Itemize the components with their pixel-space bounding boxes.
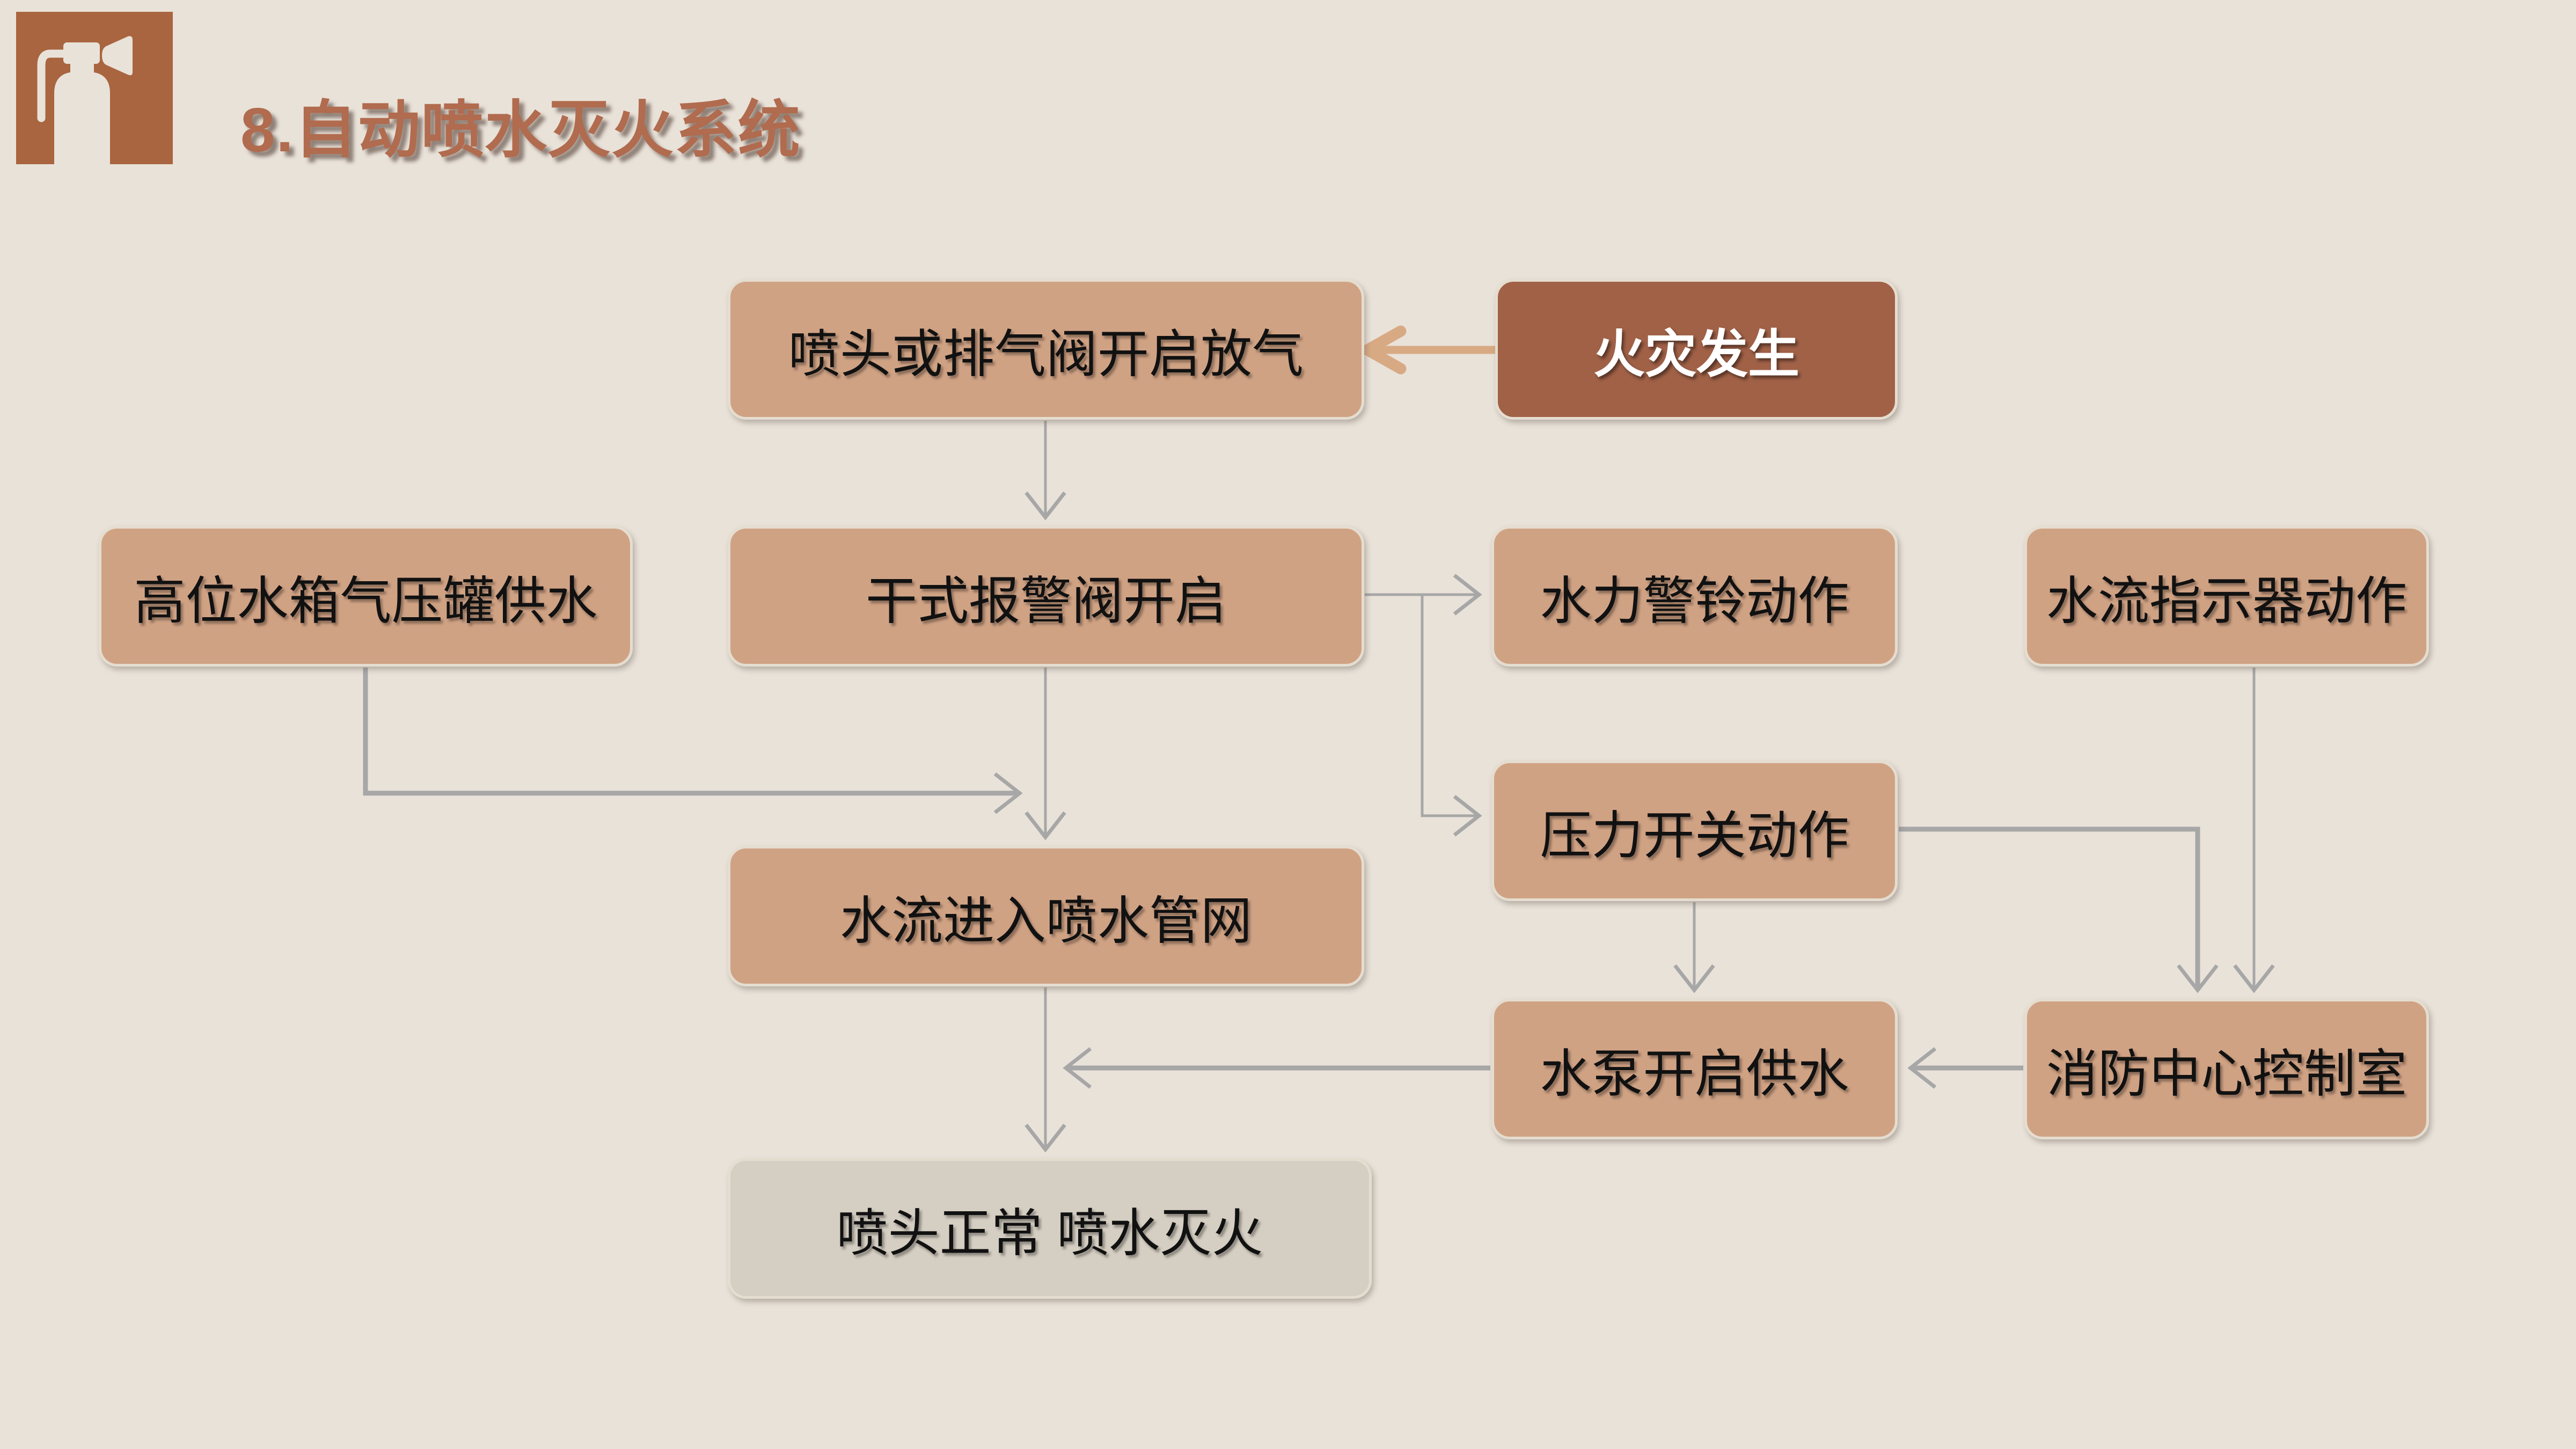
node-flow-indicator: 水流指示器动作 [2024,526,2429,667]
node-elevated-tank: 高位水箱气压罐供水 [99,526,633,667]
fire-extinguisher-icon [16,12,173,164]
node-fire-occurs: 火灾发生 [1495,279,1898,420]
fire-arrow [1362,325,1495,375]
node-water-network: 水流进入喷水管网 [728,846,1364,986]
node-sprinkler-vent: 喷头或排气阀开启放气 [728,279,1364,420]
slide-title: 8.自动喷水灭火系统 [240,95,801,165]
node-control-room: 消防中心控制室 [2024,999,2429,1139]
fire-extinguisher-glyph [37,36,133,164]
node-dry-valve: 干式报警阀开启 [728,526,1364,667]
node-hydraulic-bell: 水力警铃动作 [1491,526,1898,667]
node-sprinkler-normal: 喷头正常 喷水灭火 [728,1158,1372,1299]
node-pump-start: 水泵开启供水 [1491,999,1898,1139]
node-pressure-switch: 压力开关动作 [1491,760,1898,901]
